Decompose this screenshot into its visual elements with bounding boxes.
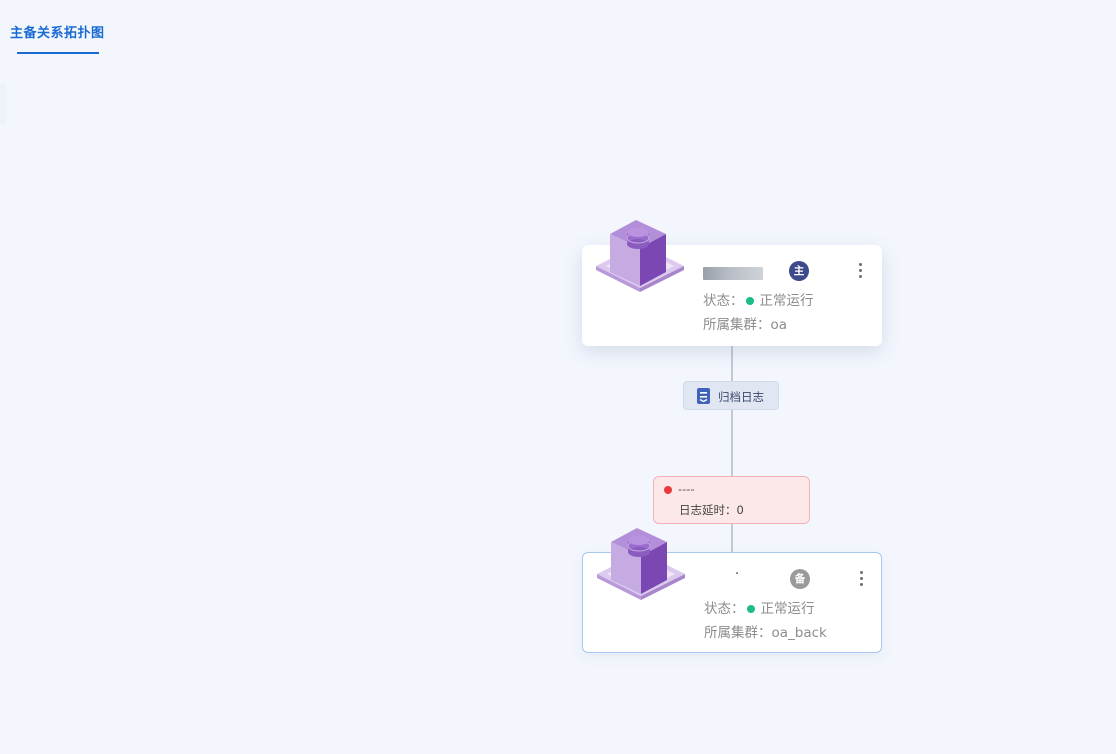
log-delay: 日志延时：0 (679, 503, 744, 517)
sync-delay-card: ---- 日志延时：0 (653, 476, 810, 524)
archive-log-label[interactable]: 归档日志 (683, 381, 779, 410)
connector-line (731, 524, 733, 552)
node-cluster: 所属集群：oa_back (704, 625, 827, 641)
connector-line (731, 410, 733, 476)
tab-topology[interactable]: 主备关系拓扑图 (10, 26, 105, 41)
backup-node-card[interactable]: . 备 状态：正常运行 所属集群：oa_back (582, 528, 882, 653)
node-status: 状态：正常运行 (704, 601, 815, 617)
tab-active-indicator (17, 52, 99, 54)
database-icon (597, 528, 685, 600)
primary-role-badge: 主 (789, 261, 809, 281)
status-error-dot (664, 486, 672, 494)
database-icon (596, 220, 684, 292)
backup-role-badge: 备 (790, 569, 810, 589)
status-ok-dot (746, 604, 755, 613)
more-vertical-icon[interactable] (853, 569, 869, 589)
node-name: . (735, 563, 740, 578)
node-status: 状态：正常运行 (703, 293, 814, 309)
node-cluster: 所属集群：oa (703, 317, 788, 333)
status-ok-dot (745, 296, 754, 305)
primary-node-card[interactable]: 主 状态：正常运行 所属集群：oa (582, 220, 882, 346)
more-vertical-icon[interactable] (852, 261, 868, 281)
side-collapse-handle[interactable] (0, 84, 6, 124)
sync-status-text: ---- (678, 482, 695, 496)
node-name-redacted (703, 267, 763, 280)
connector-line (731, 345, 733, 382)
document-icon (697, 388, 710, 404)
